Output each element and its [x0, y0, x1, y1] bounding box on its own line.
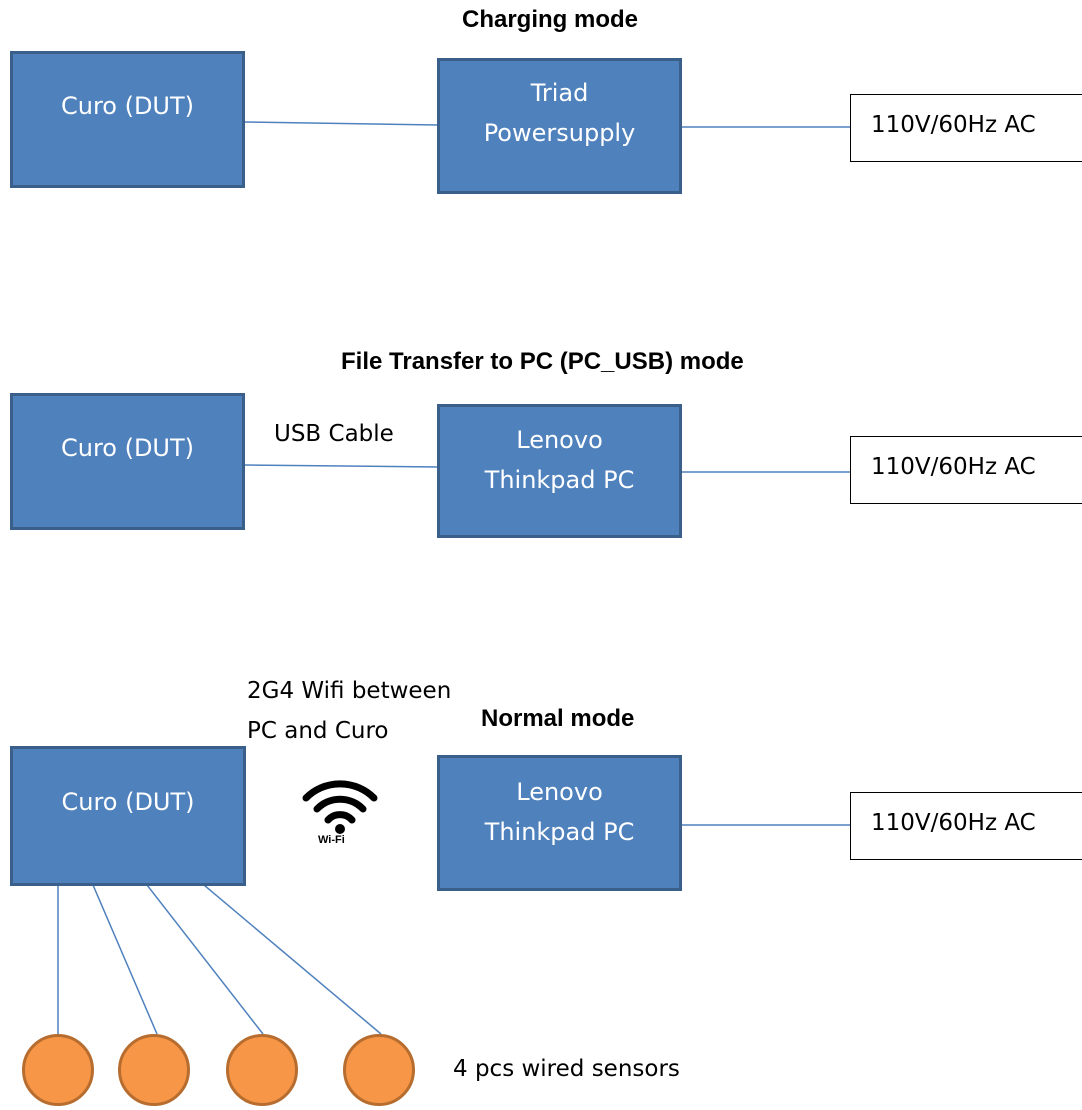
powersupply-label-line1: Triad	[530, 79, 589, 107]
usb-cable-label: USB Cable	[274, 421, 394, 447]
wifi-note-line1: 2G4 Wifi between	[247, 678, 452, 704]
sensor-4	[343, 1034, 415, 1106]
thinkpad-label-line2: Thinkpad PC	[484, 466, 635, 494]
wifi-note-line2: PC and Curo	[247, 718, 389, 744]
powersupply-box: Triad Powersupply	[437, 58, 682, 194]
thinkpad-box-normal: Lenovo Thinkpad PC	[437, 755, 682, 891]
dut-box-normal: Curo (DUT)	[10, 746, 246, 886]
sensor-3	[226, 1034, 298, 1106]
thinkpad-box-file-transfer: Lenovo Thinkpad PC	[437, 404, 682, 538]
wire-dut-to-powersupply	[244, 121, 439, 126]
charging-mode-title: Charging mode	[462, 6, 639, 33]
sensor-1	[22, 1034, 94, 1106]
thinkpad-label-line1: Lenovo	[516, 778, 603, 806]
wire-sensor-2	[92, 884, 158, 1035]
ac-source-label: 110V/60Hz AC	[871, 810, 1036, 836]
wifi-icon	[302, 780, 378, 834]
wire-sensor-4	[203, 884, 382, 1035]
sensors-label: 4 pcs wired sensors	[453, 1056, 680, 1082]
thinkpad-label-line1: Lenovo	[516, 426, 603, 454]
ac-source-normal: 110V/60Hz AC	[850, 792, 1082, 860]
ac-source-charging: 110V/60Hz AC	[850, 94, 1082, 162]
ac-source-file-transfer: 110V/60Hz AC	[850, 436, 1082, 504]
wifi-icon-label: Wi-Fi	[318, 834, 345, 846]
sensor-2	[118, 1034, 190, 1106]
ac-source-label: 110V/60Hz AC	[871, 454, 1036, 480]
powersupply-label-line2: Powersupply	[483, 119, 636, 147]
file-transfer-mode-title: File Transfer to PC (PC_USB) mode	[341, 348, 744, 375]
dut-box-file-transfer: Curo (DUT)	[10, 393, 245, 530]
thinkpad-label-line2: Thinkpad PC	[484, 818, 635, 846]
dut-label: Curo (DUT)	[61, 788, 195, 816]
dut-label: Curo (DUT)	[60, 92, 195, 120]
wire-usb-cable	[244, 464, 439, 468]
wire-sensor-3	[146, 884, 264, 1035]
ac-source-label: 110V/60Hz AC	[871, 112, 1036, 138]
normal-mode-title: Normal mode	[481, 705, 635, 732]
dut-box-charging: Curo (DUT)	[10, 51, 245, 188]
wifi-note: 2G4 Wifi between PC and Curo	[247, 671, 451, 751]
dut-label: Curo (DUT)	[60, 434, 195, 462]
